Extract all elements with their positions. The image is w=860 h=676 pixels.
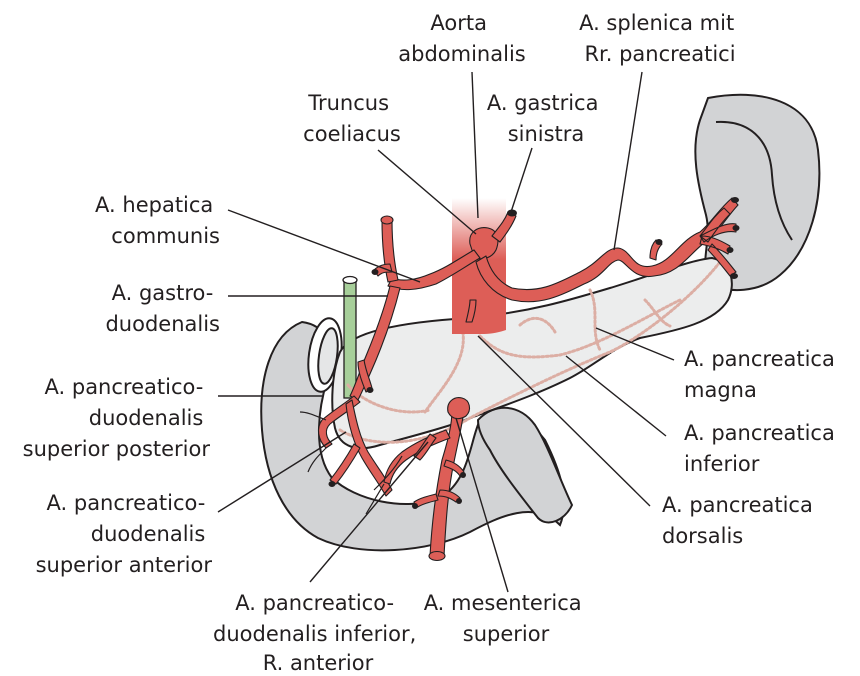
label-line: communis <box>111 224 220 248</box>
label-line: A. pancreatica <box>662 493 813 517</box>
a-mesenterica-superior-origin <box>448 398 470 419</box>
label-aorta-abdominalis: Aorta abdominalis <box>398 11 525 66</box>
label-line: A. pancreatica <box>684 347 835 371</box>
label-line: A. splenica mit <box>579 11 734 35</box>
a-gastroomentalis-dextra-cut <box>367 387 374 393</box>
label-truncus-coeliacus: Truncus coeliacus <box>303 91 401 146</box>
label-line: superior anterior <box>36 553 213 577</box>
label-a-gastrica-sinistra: A. gastrica sinistra <box>487 91 605 146</box>
label-a-gastroduodenalis: A. gastro- duodenalis <box>105 281 220 336</box>
label-line: A. gastro- <box>112 281 214 305</box>
label-line: Rr. pancreatici <box>584 42 735 66</box>
a-mesenterica-superior-cut <box>429 552 445 561</box>
label-a-pancreatica-dorsalis: A. pancreatica dorsalis <box>662 493 820 548</box>
jejunal-branch-cut-1 <box>460 472 466 478</box>
label-line: duodenalis <box>105 312 220 336</box>
label-line: duodenalis <box>89 406 204 430</box>
label-line: coeliacus <box>303 122 401 146</box>
label-line: dorsalis <box>662 524 743 548</box>
label-a-pancreaticoduodenalis-superior-anterior: A. pancreatico- duodenalis superior ante… <box>36 491 213 577</box>
leader-aorta <box>472 72 478 218</box>
label-line: abdominalis <box>398 42 525 66</box>
rr-pancreatici-cut <box>656 239 663 245</box>
pd-sup-ant-twig <box>330 444 360 484</box>
common-bile-duct <box>343 277 357 399</box>
leader-inferior <box>566 356 666 436</box>
a-hepatica-propria-cut <box>381 216 393 224</box>
splenic-branch-cut-1 <box>731 197 739 203</box>
label-line: Truncus <box>307 91 389 115</box>
label-a-mesenterica-superior: A. mesenterica superior <box>424 591 589 646</box>
label-a-pancreatica-magna: A. pancreatica magna <box>684 347 842 402</box>
splenic-branch-cut-3 <box>730 273 738 279</box>
splenic-branch-cut-4 <box>727 247 734 253</box>
label-line: A. pancreatico- <box>47 491 206 515</box>
label-line: superior <box>463 622 550 646</box>
label-line: superior posterior <box>23 437 211 461</box>
label-a-pancreatica-inferior: A. pancreatica inferior <box>684 421 842 476</box>
label-line: magna <box>684 378 757 402</box>
leader-splenica <box>614 72 642 250</box>
splenic-branch-cut-2 <box>733 225 740 231</box>
jejunal-branch-cut-2 <box>456 498 462 504</box>
pd-twig-cut-1 <box>329 481 336 487</box>
label-line: duodenalis <box>91 522 206 546</box>
label-a-splenica: A. splenica mit Rr. pancreatici <box>579 11 741 66</box>
label-line: A. pancreatico- <box>45 375 204 399</box>
leader-gastrica <box>511 148 532 212</box>
label-line: inferior <box>684 452 760 476</box>
label-a-pancreaticoduodenalis-inferior-anterior: A. pancreatico- duodenalis inferior, R. … <box>213 591 423 675</box>
jejunal-branch-cut-3 <box>412 503 418 509</box>
label-line: A. pancreatico- <box>235 591 394 615</box>
label-line: A. mesenterica <box>424 591 582 615</box>
label-line: A. pancreatica <box>684 421 835 445</box>
label-line: A. gastrica <box>487 91 599 115</box>
label-line: duodenalis inferior, <box>213 622 416 646</box>
label-a-pancreaticoduodenalis-superior-posterior: A. pancreatico- duodenalis superior post… <box>23 375 211 461</box>
label-a-hepatica-communis: A. hepatica communis <box>95 193 220 248</box>
a-gastrica-dextra-cut <box>372 269 379 275</box>
label-line: R. anterior <box>263 651 374 675</box>
label-line: Aorta <box>430 11 487 35</box>
label-line: A. hepatica <box>95 193 213 217</box>
label-line: sinistra <box>508 122 585 146</box>
